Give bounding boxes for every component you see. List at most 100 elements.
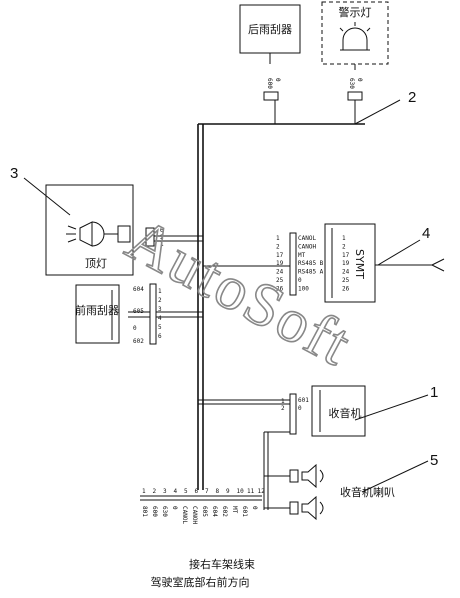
bottom-pin: 2 (153, 488, 157, 495)
ceiling-lamp-pin-b: 2 (160, 234, 164, 241)
bottom-wire: 630 (161, 506, 168, 517)
warning-lamp-connector (347, 91, 363, 101)
radio-label: 收音机 (329, 406, 362, 420)
symt-pin-left: 17 (276, 252, 284, 259)
bottom-pin: 1 (142, 488, 146, 495)
symt-pin-right: 2 (342, 243, 346, 250)
beacon-icon (342, 27, 368, 51)
bottom-pin: 4 (174, 488, 178, 495)
ceiling-lamp-label: 顶灯 (85, 257, 107, 270)
symt-pin-left: 24 (276, 269, 284, 276)
front-wiper-wire: 0 (133, 325, 137, 332)
symt-pin-right: 26 (342, 285, 350, 292)
speaker-bottom-connector (289, 501, 299, 515)
bottom-wire: 601 (241, 506, 248, 517)
bottom-wire: CANOL (181, 506, 188, 524)
wire-continuation-arrow (431, 258, 445, 272)
front-wiper-pin: 5 (158, 324, 162, 331)
symt-pin-right: 19 (342, 260, 350, 267)
bottom-pin: 6 (195, 488, 199, 495)
callout-4: 4 (422, 225, 430, 242)
rear-wiper-module: 后雨刮器 600 0 (239, 4, 301, 101)
radio-speaker-label: 收音机喇叭 (340, 485, 395, 499)
symt-signal: RS485 A (298, 269, 324, 276)
front-wiper-wire: 602 (133, 338, 144, 345)
speaker-top-connector (289, 469, 299, 483)
ceiling-lamp-connector (145, 227, 155, 247)
front-wiper-pin: 6 (158, 333, 162, 340)
ceiling-lamp-pin-a: 6 (160, 227, 164, 234)
front-wiper-label: 前雨刮器 (75, 303, 119, 317)
bottom-pin: 10 (237, 488, 245, 495)
bottom-wire: 602 (221, 506, 228, 517)
symt-pin-left: 25 (276, 277, 284, 284)
bottom-wire: MT (231, 506, 238, 514)
symt-pin-left: 26 (276, 285, 284, 292)
bottom-pin: 7 (205, 488, 209, 495)
symt-connector (289, 232, 297, 296)
symt-label: SYMT (353, 249, 366, 279)
rear-wiper-label: 后雨刮器 (248, 22, 292, 36)
callout-5: 5 (430, 452, 438, 469)
radio-box (311, 385, 366, 437)
symt-pin-left: 2 (276, 243, 280, 250)
bottom-wire: 600 (151, 506, 158, 517)
radio-wire-b: 0 (298, 405, 302, 412)
bottom-pin: 3 (163, 488, 167, 495)
radio-wire-a: 601 (298, 397, 309, 404)
symt-pin-right: 25 (342, 277, 350, 284)
symt-signal: CANOH (298, 243, 316, 250)
bottom-pin: 11 (247, 488, 255, 495)
bottom-pin: 8 (216, 488, 220, 495)
warning-lamp-wire-1: 630 (348, 78, 355, 89)
rear-wiper-box (239, 4, 301, 54)
radio-module: 收音机 1 2 601 0 (281, 385, 366, 437)
rear-wiper-connector (263, 91, 279, 101)
symt-box (324, 223, 376, 303)
bottom-pin: 5 (184, 488, 188, 495)
callout-2: 2 (408, 89, 416, 106)
front-wiper-wire: 605 (133, 308, 144, 315)
symt-pin-right: 24 (342, 269, 350, 276)
ceiling-lamp-module: 顶灯 6 2 1 (45, 184, 164, 276)
rear-wiper-wire-1: 600 (266, 78, 273, 89)
symt-signal: 0 (298, 277, 302, 284)
symt-pin-right: 17 (342, 252, 350, 259)
bottom-pin: 12 (258, 488, 266, 495)
warning-lamp-label: 警示灯 (339, 5, 372, 19)
speaker-icon-top (301, 463, 317, 489)
front-wiper-pin: 2 (158, 297, 162, 304)
callout-3: 3 (10, 165, 18, 182)
symt-pin-left: 19 (276, 260, 284, 267)
main-harness (128, 100, 365, 510)
warning-lamp-module: 警示灯 630 0 (321, 1, 389, 101)
bottom-wire: 0 (171, 506, 178, 510)
symt-pin-left: 1 (276, 235, 280, 242)
warning-lamp-wire-0: 0 (356, 78, 363, 82)
bottom-wire: 0 (251, 506, 258, 510)
radio-pin-2: 2 (281, 405, 285, 412)
front-wiper-connector (149, 283, 157, 345)
bottom-wire: 604 (211, 506, 218, 517)
bottom-pin: 9 (226, 488, 230, 495)
ceiling-lamp-pin-c: 1 (160, 241, 164, 248)
symt-signal: RS485 B (298, 260, 324, 267)
radio-pin-1: 1 (281, 398, 285, 405)
front-wiper-wire: 604 (133, 286, 144, 293)
bottom-wire: 605 (201, 506, 208, 517)
radio-speaker-module: 收音机喇叭 (289, 463, 395, 521)
callout-1: 1 (430, 384, 438, 401)
symt-signal: MT (298, 252, 306, 259)
front-wiper-pin: 3 (158, 306, 162, 313)
speaker-icon-bottom (301, 495, 317, 521)
symt-signal: CANOL (298, 235, 316, 242)
front-wiper-pin: 1 (158, 288, 162, 295)
note-line-2: 驾驶室底部右前方向 (151, 575, 250, 589)
symt-pin-right: 1 (342, 235, 346, 242)
bottom-wire: CANOH (191, 506, 198, 524)
radio-connector (289, 393, 297, 435)
